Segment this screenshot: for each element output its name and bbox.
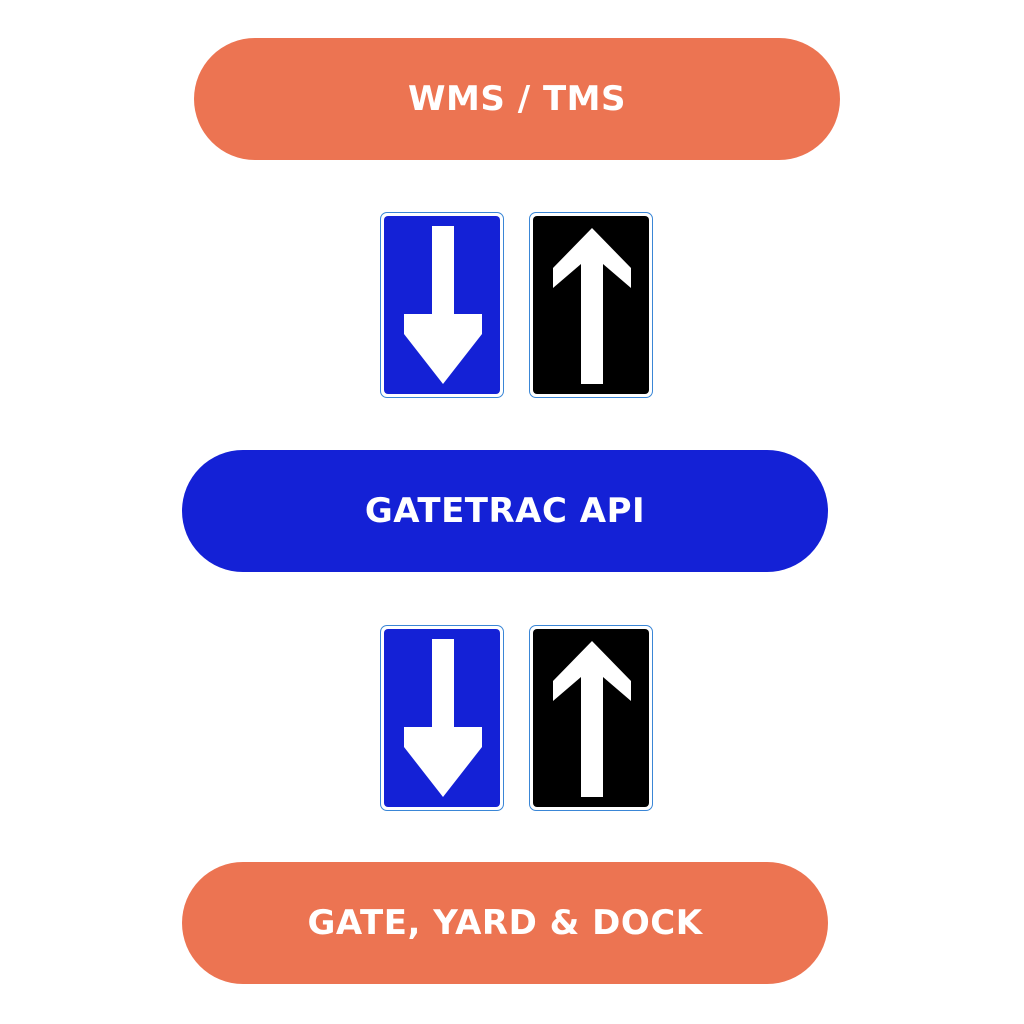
up-arrow-icon bbox=[553, 641, 631, 797]
up-sign-face bbox=[533, 629, 649, 807]
down-arrow-sign-icon bbox=[380, 625, 504, 811]
down-arrow-sign-icon bbox=[380, 212, 504, 398]
gate-yard-dock-node: GATE, YARD & DOCK bbox=[182, 862, 828, 984]
down-sign-face bbox=[384, 216, 500, 394]
wms-tms-node: WMS / TMS bbox=[194, 38, 840, 160]
down-arrow-icon bbox=[404, 226, 482, 384]
up-arrow-sign-icon bbox=[529, 212, 653, 398]
wms-tms-label: WMS / TMS bbox=[408, 79, 626, 119]
up-arrow-icon bbox=[553, 228, 631, 384]
up-sign-face bbox=[533, 216, 649, 394]
up-arrow-sign-icon bbox=[529, 625, 653, 811]
gatetrac-api-label: GATETRAC API bbox=[364, 491, 646, 531]
gate-yard-dock-label: GATE, YARD & DOCK bbox=[307, 903, 703, 943]
down-sign-face bbox=[384, 629, 500, 807]
gatetrac-api-node: GATETRAC API bbox=[182, 450, 828, 572]
down-arrow-icon bbox=[404, 639, 482, 797]
